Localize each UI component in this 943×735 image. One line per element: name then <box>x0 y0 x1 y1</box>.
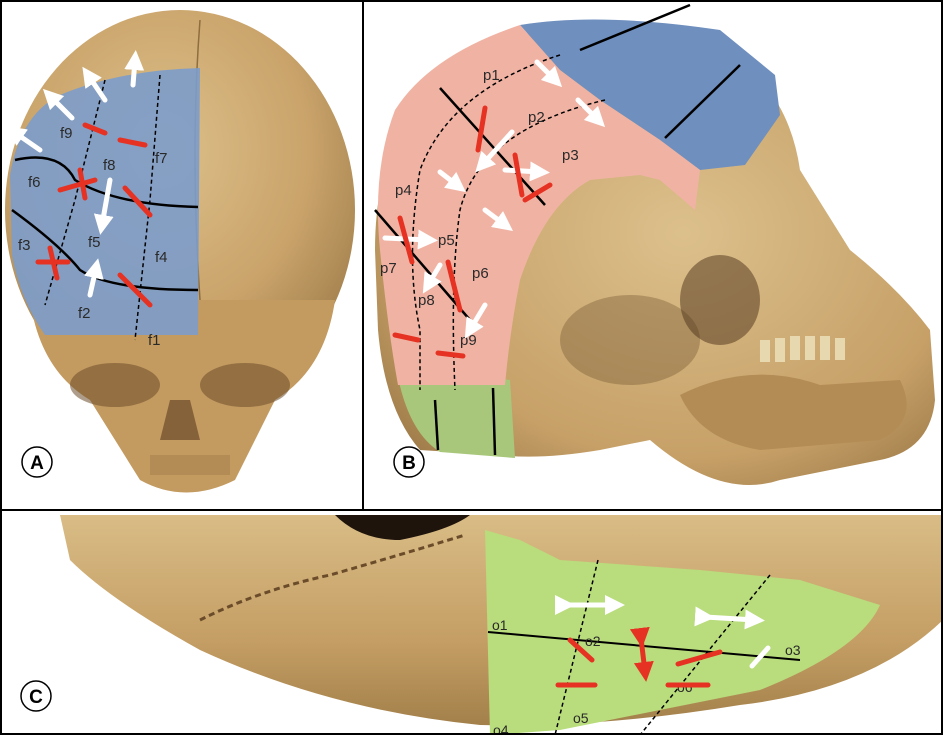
label-p4: p4 <box>395 182 412 199</box>
label-f9: f9 <box>60 125 73 142</box>
panel-c-letter-badge: C <box>21 681 51 711</box>
label-f6: f6 <box>28 174 41 191</box>
label-p6: p6 <box>472 265 489 282</box>
panel-c-letter: C <box>29 687 43 708</box>
label-f8: f8 <box>103 157 116 174</box>
label-o2: o2 <box>585 633 601 649</box>
label-o5: o5 <box>573 710 589 726</box>
label-p9: p9 <box>460 332 477 349</box>
label-o3: o3 <box>785 642 801 658</box>
label-p8: p8 <box>418 292 435 309</box>
panel-a: f1 f2 f3 f4 f5 f6 f7 f8 f9 <box>0 0 363 510</box>
label-p2: p2 <box>528 109 545 126</box>
panel-b: p1 p2 p3 p4 p5 p6 p7 p8 p9 <box>363 0 943 510</box>
panel-a-letter-badge: A <box>22 447 52 477</box>
panel-b-letter: B <box>402 453 416 474</box>
label-p5: p5 <box>438 232 455 249</box>
panel-a-letter: A <box>30 453 44 474</box>
label-p3: p3 <box>562 147 579 164</box>
label-f2: f2 <box>78 305 91 322</box>
label-f3: f3 <box>18 237 31 254</box>
label-f4: f4 <box>155 249 168 266</box>
label-f5: f5 <box>88 234 101 251</box>
panel-b-letter-badge: B <box>394 447 424 477</box>
label-f7: f7 <box>155 150 168 167</box>
label-f1: f1 <box>148 332 161 349</box>
label-p7: p7 <box>380 260 397 277</box>
label-o1: o1 <box>492 617 508 633</box>
label-p1: p1 <box>483 67 500 84</box>
panel-c: o1 o2 o3 o4 o5 o6 C <box>0 510 943 735</box>
